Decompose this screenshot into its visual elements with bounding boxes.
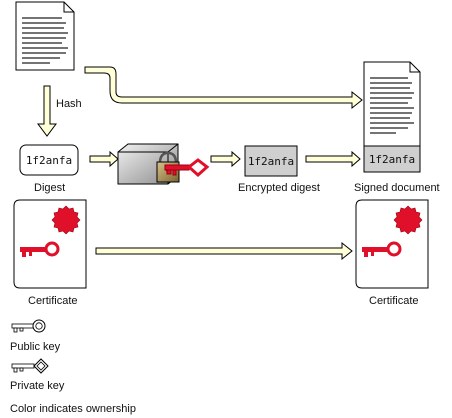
encrypted-to-signed-arrow <box>305 150 361 168</box>
digest-to-lock-arrow <box>89 150 119 168</box>
encrypted-digest-text: 1f2anfa <box>247 154 295 168</box>
legend-ownership-note: Color indicates ownership <box>10 403 136 415</box>
certificate-right-label: Certificate <box>369 295 419 307</box>
encrypted-digest-box <box>244 145 298 177</box>
digest-text: 1f2anfa <box>25 153 73 167</box>
seal-left-icon <box>51 205 81 235</box>
signed-digest-text: 1f2anfa <box>368 152 416 166</box>
source-document-icon <box>15 1 75 71</box>
legend-private-key-label: Private key <box>10 380 65 392</box>
digest-box <box>19 144 79 176</box>
seal-right-icon <box>393 205 423 235</box>
certificate-left-label: Certificate <box>28 295 78 307</box>
legend-public-key-label: Public key <box>10 341 61 353</box>
document-to-signed-arrow <box>84 66 363 110</box>
hash-arrow <box>37 85 57 137</box>
private-key-red-icon <box>164 158 210 178</box>
certificate-arrow <box>95 241 353 261</box>
encrypted-digest-label: Encrypted digest <box>238 182 320 194</box>
encryption-lock-icon <box>117 143 180 185</box>
public-key-right-icon <box>362 241 402 257</box>
signed-document-label: Signed document <box>354 182 440 194</box>
public-key-left-icon <box>20 241 60 257</box>
digest-label: Digest <box>34 182 66 194</box>
lock-to-encrypted-arrow <box>210 150 241 168</box>
hash-label: Hash <box>56 98 82 110</box>
legend-private-key-icon <box>11 358 49 374</box>
signed-document-icon <box>363 61 421 173</box>
legend-public-key-icon <box>11 319 46 333</box>
